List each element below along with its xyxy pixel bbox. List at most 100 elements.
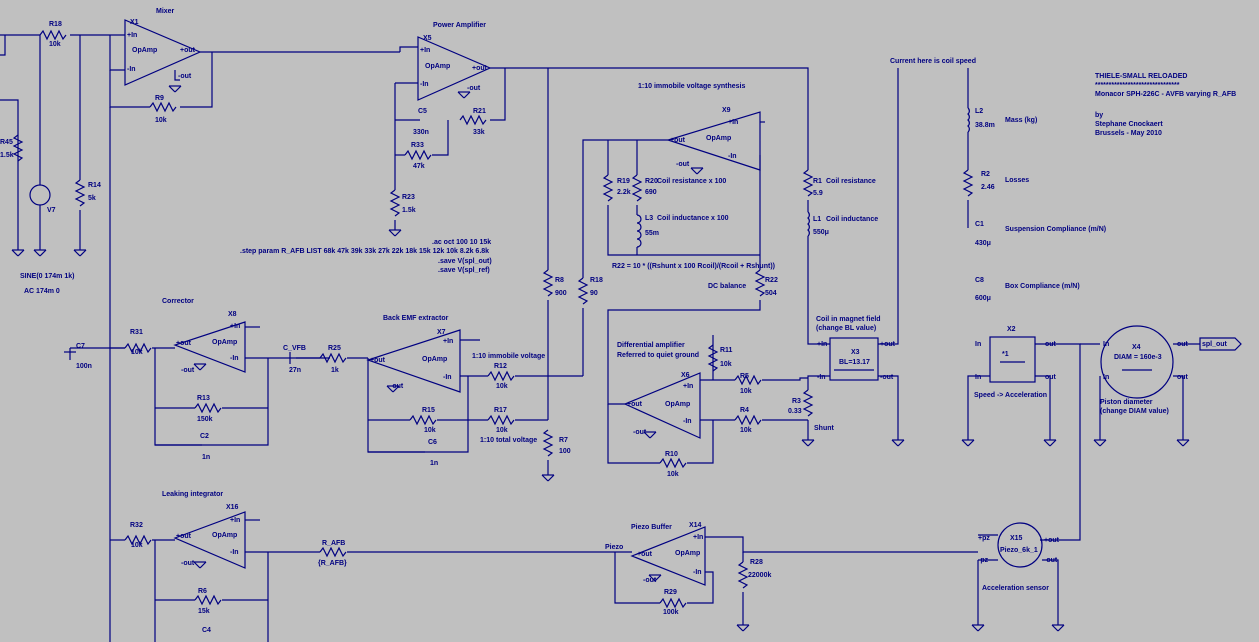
- piezo-section: [614, 522, 1065, 632]
- r8-label: R8: [555, 277, 564, 284]
- x2-label: X2: [1007, 326, 1016, 333]
- c2-label: C2: [200, 433, 209, 440]
- x1-outp: +out: [180, 47, 196, 54]
- x15-outp: +out: [1044, 537, 1060, 544]
- r14-label: R14: [88, 182, 101, 189]
- x4-outn: out: [1177, 374, 1189, 381]
- shunt-label: Shunt: [814, 425, 834, 432]
- x2-inn: In: [975, 374, 981, 381]
- x2-outp: out: [1045, 341, 1057, 348]
- x3-outn: -out: [880, 374, 894, 381]
- piston2: (change DIAM value): [1100, 408, 1169, 415]
- r7-value: 100: [559, 448, 571, 455]
- r6-label: R6: [198, 588, 207, 595]
- dc-balance: DC balance: [708, 283, 746, 290]
- save2-directive: .save V(spl_ref): [438, 267, 490, 274]
- r45-label: R45: [0, 139, 13, 146]
- l3-label: L3: [645, 215, 653, 222]
- sine-directive: SINE(0 174m 1k): [20, 273, 74, 280]
- x8-opamp: OpAmp: [212, 339, 237, 346]
- save1-directive: .save V(spl_out): [438, 258, 492, 265]
- coil-speed-note: Current here is coil speed: [890, 58, 976, 65]
- c7-value: 100n: [76, 363, 92, 370]
- mechanical-section: [961, 68, 1242, 541]
- r14-value: 5k: [88, 195, 96, 202]
- r10-value: 10k: [667, 471, 679, 478]
- x9-label: X9: [722, 107, 731, 114]
- x1-outn: -out: [178, 73, 192, 80]
- r19-value: 2.2k: [617, 189, 631, 196]
- box-label: Box Compliance (m/N): [1005, 283, 1080, 290]
- x1-label: X1: [130, 19, 139, 26]
- x3-value: BL=13.17: [839, 359, 870, 366]
- x9-inp: +In: [728, 119, 738, 126]
- c8-value: 600μ: [975, 295, 991, 302]
- r29-label: R29: [664, 589, 677, 596]
- title-line2: *******************************: [1095, 82, 1180, 89]
- r31-label: R31: [130, 329, 143, 336]
- r7-label: R7: [559, 437, 568, 444]
- diffamp-title2: Referred to quiet ground: [617, 352, 699, 359]
- x5-opamp: OpAmp: [425, 63, 450, 70]
- l1-value: 550μ: [813, 229, 829, 236]
- r4-label: R4: [740, 407, 749, 414]
- c6-label: C6: [428, 439, 437, 446]
- r1-label: R1: [813, 178, 822, 185]
- x4-inp: In: [1103, 341, 1109, 348]
- x3-label: X3: [851, 349, 860, 356]
- x7-inn: -In: [443, 374, 452, 381]
- title-line1: THIELE-SMALL RELOADED: [1095, 73, 1187, 80]
- x6-inn: -In: [683, 418, 692, 425]
- piezo-buffer-title: Piezo Buffer: [631, 524, 672, 531]
- r21-value: 33k: [473, 129, 485, 136]
- r23-label: R23: [402, 194, 415, 201]
- immobile-voltage-section: [542, 111, 766, 420]
- r12-label: R12: [494, 363, 507, 370]
- bemf-title: Back EMF extractor: [383, 315, 449, 322]
- x9-outn: -out: [676, 161, 690, 168]
- x16-inn: -In: [230, 549, 239, 556]
- x2-sym: *1: [1002, 351, 1009, 358]
- r20-value: 690: [645, 189, 657, 196]
- r28-value: 22000k: [748, 572, 771, 579]
- imm-voltage: 1:10 immobile voltage: [472, 353, 545, 360]
- bemf-section: [296, 329, 583, 482]
- x16-label: X16: [226, 504, 239, 511]
- x7-inp: +In: [443, 338, 453, 345]
- spl-out-port[interactable]: spl_out: [1202, 341, 1228, 348]
- r13-value: 150k: [197, 416, 213, 423]
- x16-inp: +In: [230, 517, 240, 524]
- ac-source: AC 174m 0: [24, 288, 60, 295]
- r25-label: R25: [328, 345, 341, 352]
- v7-label: V7: [47, 207, 56, 214]
- corrector-title: Corrector: [162, 298, 194, 305]
- x7-opamp: OpAmp: [422, 356, 447, 363]
- x6-outn: -out: [633, 429, 647, 436]
- cvfb-value: 27n: [289, 367, 301, 374]
- x8-inp: +In: [230, 323, 240, 330]
- coilmag2: (change BL value): [816, 325, 876, 332]
- c4-label: C4: [202, 627, 211, 634]
- r17-label: R17: [494, 407, 507, 414]
- x15-pzn: -pz: [978, 557, 989, 564]
- c1-label: C1: [975, 221, 984, 228]
- leaking-section: [110, 511, 615, 642]
- acc-sensor-label: Acceleration sensor: [982, 585, 1049, 592]
- c8-label: C8: [975, 277, 984, 284]
- x9-outp: +out: [670, 137, 686, 144]
- susp-label: Suspension Compliance (m/N): [1005, 226, 1106, 233]
- title-line5: Stephane Cnockaert: [1095, 121, 1163, 128]
- mixer-section: [0, 19, 400, 642]
- x16-outp: +out: [176, 533, 192, 540]
- r33-label: R33: [411, 142, 424, 149]
- r33-value: 47k: [413, 163, 425, 170]
- c6-value: 1n: [430, 460, 438, 467]
- r32-label: R32: [130, 522, 143, 529]
- x3-outp: +out: [880, 341, 896, 348]
- r29-value: 100k: [663, 609, 679, 616]
- r9-value: 10k: [155, 117, 167, 124]
- x4-value: DIAM = 160e-3: [1114, 354, 1162, 361]
- title-line4: by: [1095, 112, 1103, 119]
